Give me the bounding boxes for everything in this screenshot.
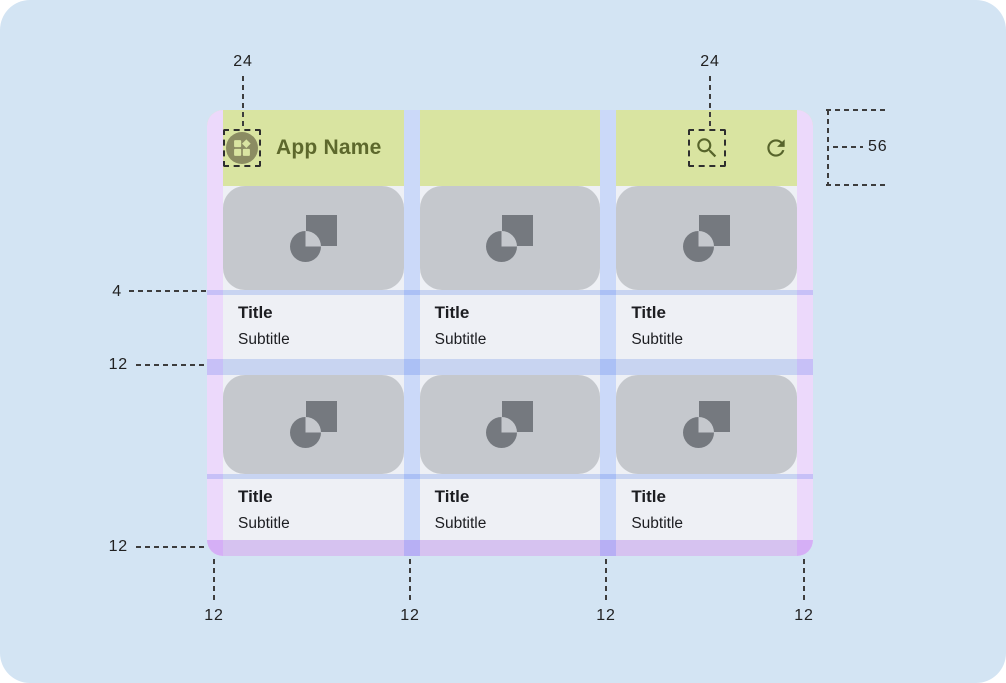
- card-subtitle: Subtitle: [631, 331, 684, 349]
- dim-label-12-bottom-margin: 12: [108, 538, 128, 555]
- card-subtitle: Subtitle: [238, 331, 290, 349]
- card-title: Title: [434, 303, 470, 322]
- refresh-button[interactable]: [762, 134, 790, 162]
- card-title: Title: [631, 303, 666, 322]
- card-image[interactable]: [223, 375, 404, 474]
- image-placeholder-icon: [486, 401, 534, 448]
- dim-leader-line: [709, 76, 711, 128]
- dim-leader-line: [213, 559, 215, 602]
- dim-label-12-rowgap: 12: [108, 356, 128, 373]
- dim-leader-line: [242, 76, 244, 128]
- image-placeholder-icon: [683, 401, 731, 448]
- dim-leader-line: [409, 559, 411, 602]
- top-app-bar-content: App Name: [207, 110, 813, 186]
- icon-touch-target-box: [223, 129, 261, 167]
- card-subtitle: Subtitle: [434, 331, 487, 349]
- card-image[interactable]: [419, 375, 601, 474]
- card-grid: Title Subtitle Title Subtitle Title Subt…: [207, 186, 813, 556]
- dim-leader-line: [833, 146, 863, 148]
- card-subtitle: Subtitle: [238, 515, 290, 533]
- card-image[interactable]: [223, 186, 404, 290]
- image-placeholder-icon: [486, 214, 534, 262]
- dim-bracket-side: [827, 110, 829, 186]
- dim-leader-line: [136, 364, 207, 366]
- dim-label-12-edge: 12: [596, 607, 616, 624]
- card-text: Title Subtitle: [223, 479, 404, 540]
- card-title: Title: [631, 487, 666, 506]
- app-logo-button[interactable]: [226, 132, 258, 164]
- icon-touch-target-box: [688, 129, 726, 167]
- card-image[interactable]: [616, 186, 797, 290]
- card-title: Title: [238, 303, 273, 322]
- dim-label-12-edge: 12: [794, 607, 814, 624]
- card-text: Title Subtitle: [420, 295, 601, 359]
- image-placeholder-icon: [683, 214, 731, 262]
- card-title: Title: [238, 487, 273, 506]
- dim-bracket-bottom: [826, 184, 888, 186]
- dim-label-56: 56: [868, 138, 888, 155]
- card-title: Title: [434, 487, 470, 506]
- search-icon[interactable]: [694, 135, 720, 161]
- card-text: Title Subtitle: [223, 295, 404, 359]
- refresh-icon: [767, 139, 785, 157]
- dim-leader-line: [605, 559, 607, 602]
- card-text: Title Subtitle: [420, 479, 601, 540]
- dim-leader-line: [803, 559, 805, 602]
- card-text: Title Subtitle: [616, 295, 797, 359]
- card-image[interactable]: [616, 375, 797, 474]
- dim-label-24-right: 24: [700, 53, 720, 70]
- app-mockup: Title Subtitle Title Subtitle Title Subt…: [207, 110, 813, 556]
- card-image[interactable]: [419, 186, 601, 290]
- dim-label-12-edge: 12: [400, 607, 420, 624]
- dim-label-12-edge: 12: [204, 607, 224, 624]
- image-placeholder-icon: [289, 401, 337, 448]
- dim-bracket-top: [826, 109, 888, 111]
- dim-leader-line: [129, 290, 207, 292]
- dim-label-24-left: 24: [233, 53, 253, 70]
- dim-label-4: 4: [112, 283, 122, 300]
- top-app-bar: [207, 110, 813, 186]
- image-placeholder-icon: [289, 214, 337, 262]
- dim-leader-line: [136, 546, 207, 548]
- card-text: Title Subtitle: [616, 479, 797, 540]
- card-subtitle: Subtitle: [434, 515, 487, 533]
- card-subtitle: Subtitle: [631, 515, 684, 533]
- dashboard-icon: [234, 139, 251, 156]
- app-title: App Name: [276, 136, 382, 159]
